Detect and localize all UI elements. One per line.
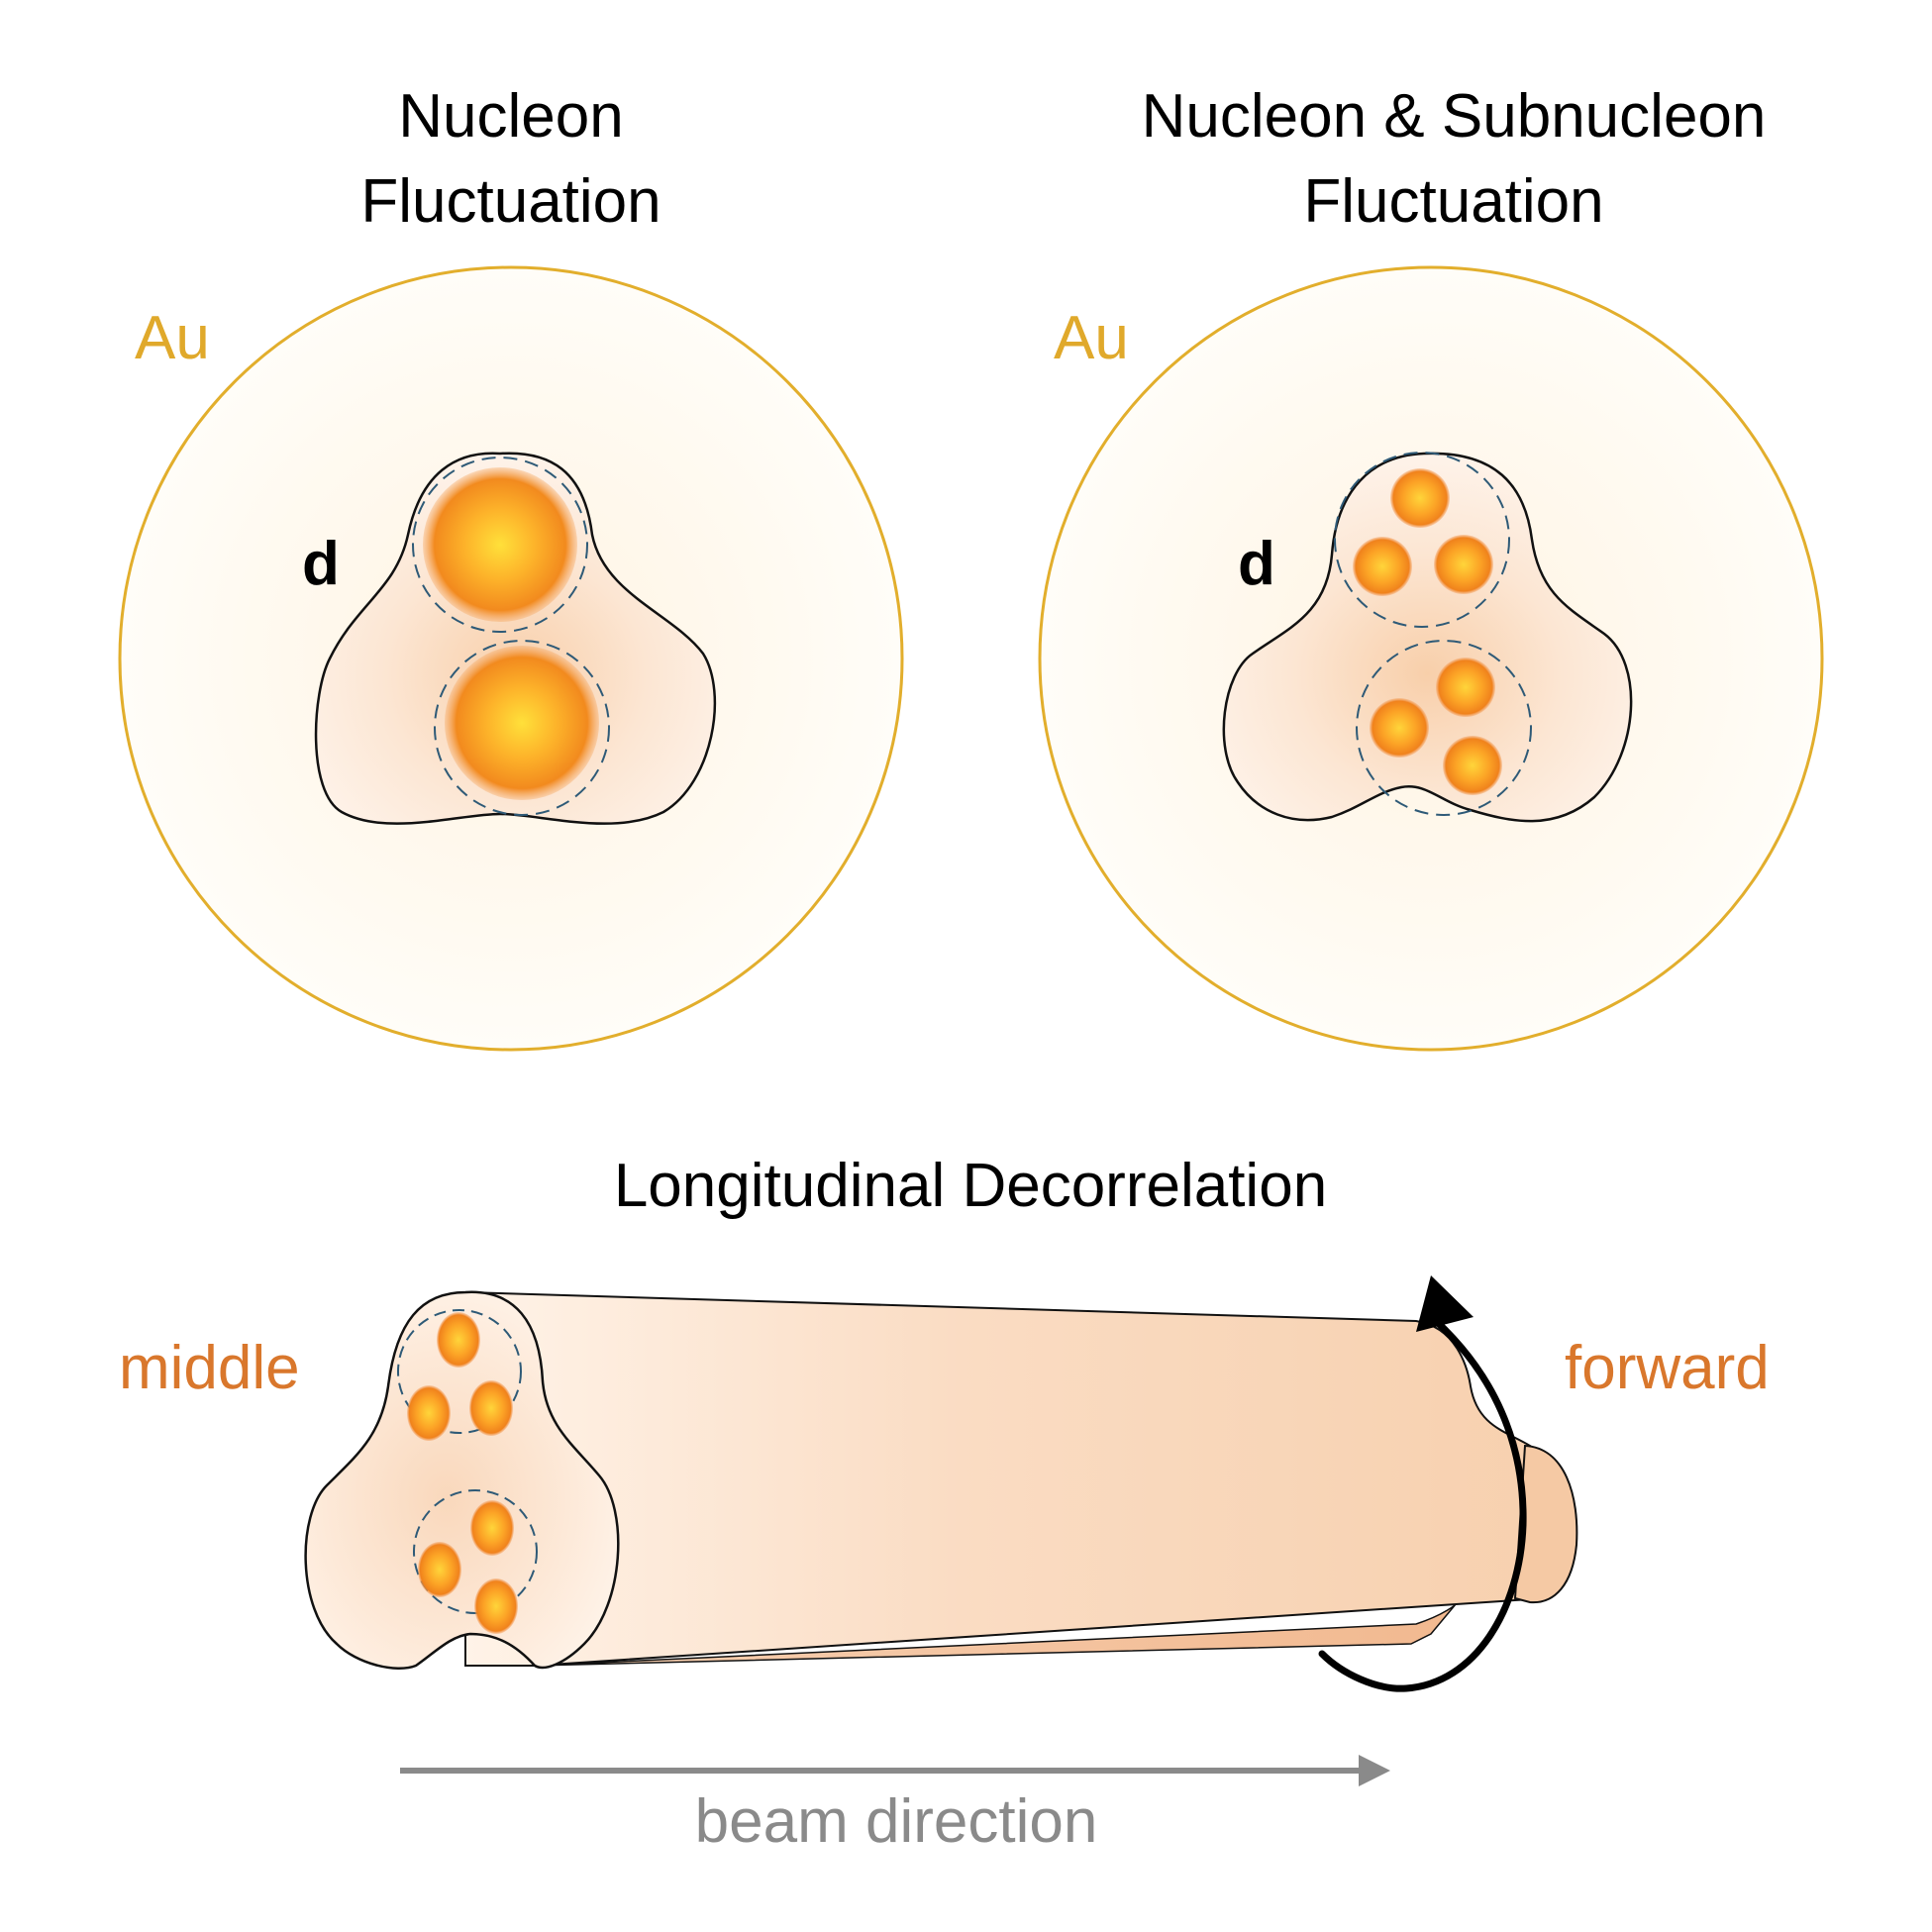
subnucleon-hotspot: [1370, 698, 1429, 758]
fireball-tube: [464, 1290, 1567, 1667]
subnucleon-hotspot: [474, 1578, 518, 1634]
forward-end-cap: [1513, 1444, 1578, 1604]
subnucleon-hotspot: [1436, 658, 1495, 717]
panel-nucleon-fluctuation: Nucleon Fluctuation Au d: [118, 82, 904, 1052]
rotation-arrowhead: [1416, 1275, 1474, 1332]
nucleon-hotspot: [423, 467, 577, 622]
deuteron-label: d: [1238, 530, 1275, 598]
panel-title-line2: Fluctuation: [360, 167, 661, 236]
nucleon-boundary: [1356, 640, 1532, 816]
subnucleon-hotspot: [407, 1385, 451, 1441]
subnucleon-hotspot: [418, 1542, 461, 1597]
subnucleon-hotspot: [1443, 736, 1502, 795]
nucleon-hotspot: [445, 646, 599, 800]
panel-title-line1: Nucleon: [398, 82, 623, 151]
section-title: Longitudinal Decorrelation: [614, 1152, 1327, 1220]
subnucleon-hotspot: [1434, 535, 1493, 594]
subnucleon-hotspot: [470, 1500, 514, 1556]
nucleon-boundary: [434, 640, 610, 816]
panel-subnucleon-fluctuation: Nucleon & Subnucleon Fluctuation Au d: [1038, 82, 1824, 1052]
beam-direction-label: beam direction: [695, 1787, 1098, 1856]
nucleon-boundary: [397, 1309, 522, 1434]
middle-label: middle: [119, 1334, 300, 1402]
tube-underside: [534, 1603, 1457, 1667]
subnucleon-hotspot: [1353, 537, 1412, 596]
deuteron-label: d: [302, 530, 340, 598]
rotation-arrow-icon: [1318, 1308, 1527, 1692]
nucleon-boundary: [412, 457, 588, 633]
panel-title-line2: Fluctuation: [1303, 167, 1603, 236]
gold-nucleus-label: Au: [135, 304, 210, 372]
panel-title-line1: Nucleon & Subnucleon: [1142, 82, 1767, 151]
subnucleon-hotspot: [437, 1312, 480, 1368]
panel-longitudinal-decorrelation: Longitudinal Decorrelation middle forwar…: [119, 1152, 1770, 1856]
forward-label: forward: [1565, 1334, 1770, 1402]
middle-cross-section: [304, 1290, 620, 1670]
beam-arrowhead: [1359, 1755, 1390, 1786]
deuteron-outline: [314, 452, 717, 825]
gold-nucleus-label: Au: [1054, 304, 1129, 372]
subnucleon-hotspot: [1390, 468, 1450, 528]
deuteron-outline: [1222, 452, 1633, 823]
nucleon-boundary: [1334, 452, 1510, 628]
subnucleon-hotspot: [469, 1380, 513, 1436]
